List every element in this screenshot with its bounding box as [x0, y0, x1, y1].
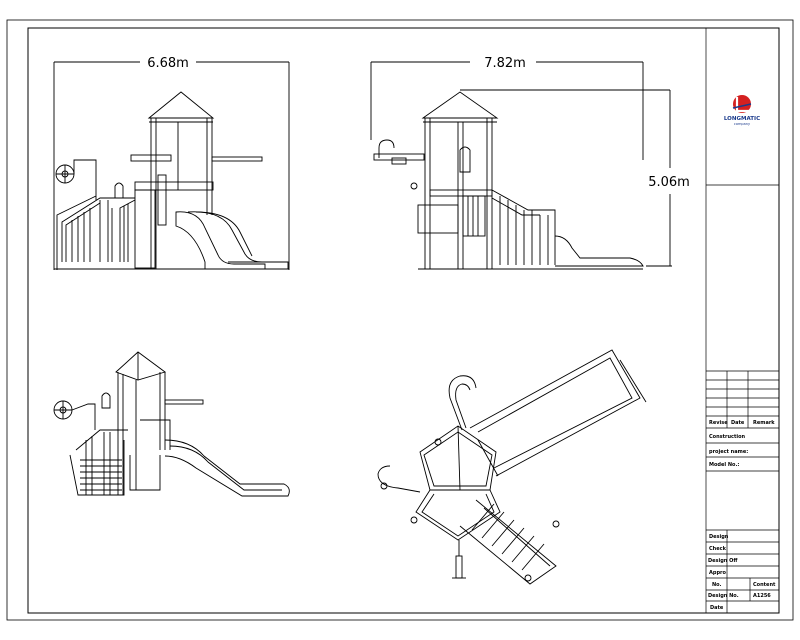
outer-border	[6, 19, 794, 621]
side-width-label: 7.82m	[484, 56, 526, 71]
content-label: Content	[753, 582, 776, 588]
side-width-dimension: 7.82m	[370, 56, 644, 160]
front-width-label: 6.68m	[147, 56, 189, 71]
check-label: Check	[709, 546, 727, 552]
date-label: Date	[710, 605, 724, 611]
front-elevation-view: 6.68m	[53, 56, 290, 270]
revision-header-revise: Revise	[709, 420, 728, 426]
front-width-dimension: 6.68m	[53, 56, 290, 270]
plan-view	[377, 349, 647, 585]
project-name-label: project name:	[709, 449, 748, 455]
title-block: LONGMATIC company Revise Date Remark Con…	[705, 28, 779, 613]
construction-label: Construction	[709, 434, 746, 440]
company-logo: LONGMATIC company	[724, 95, 760, 126]
height-label: 5.06m	[648, 175, 690, 190]
logo-company-name: LONGMATIC	[724, 116, 760, 122]
appro-label: Appro	[709, 570, 726, 576]
design-off-label: Design Off	[708, 558, 738, 564]
design-no-label: Design No.	[708, 593, 739, 599]
side-elevation-view: 7.82m 5.06m	[370, 56, 690, 270]
design-label: Design	[709, 534, 729, 540]
logo-tagline: company	[734, 122, 750, 126]
revision-header-remark: Remark	[753, 420, 775, 426]
revision-header-date: Date	[731, 420, 745, 426]
height-dimension: 5.06m	[460, 89, 690, 267]
isometric-view	[53, 351, 290, 497]
design-no-value: A1256	[753, 593, 771, 599]
inner-border	[27, 27, 780, 614]
model-no-label: Model No.:	[709, 462, 739, 468]
no-label: No.	[712, 582, 722, 588]
